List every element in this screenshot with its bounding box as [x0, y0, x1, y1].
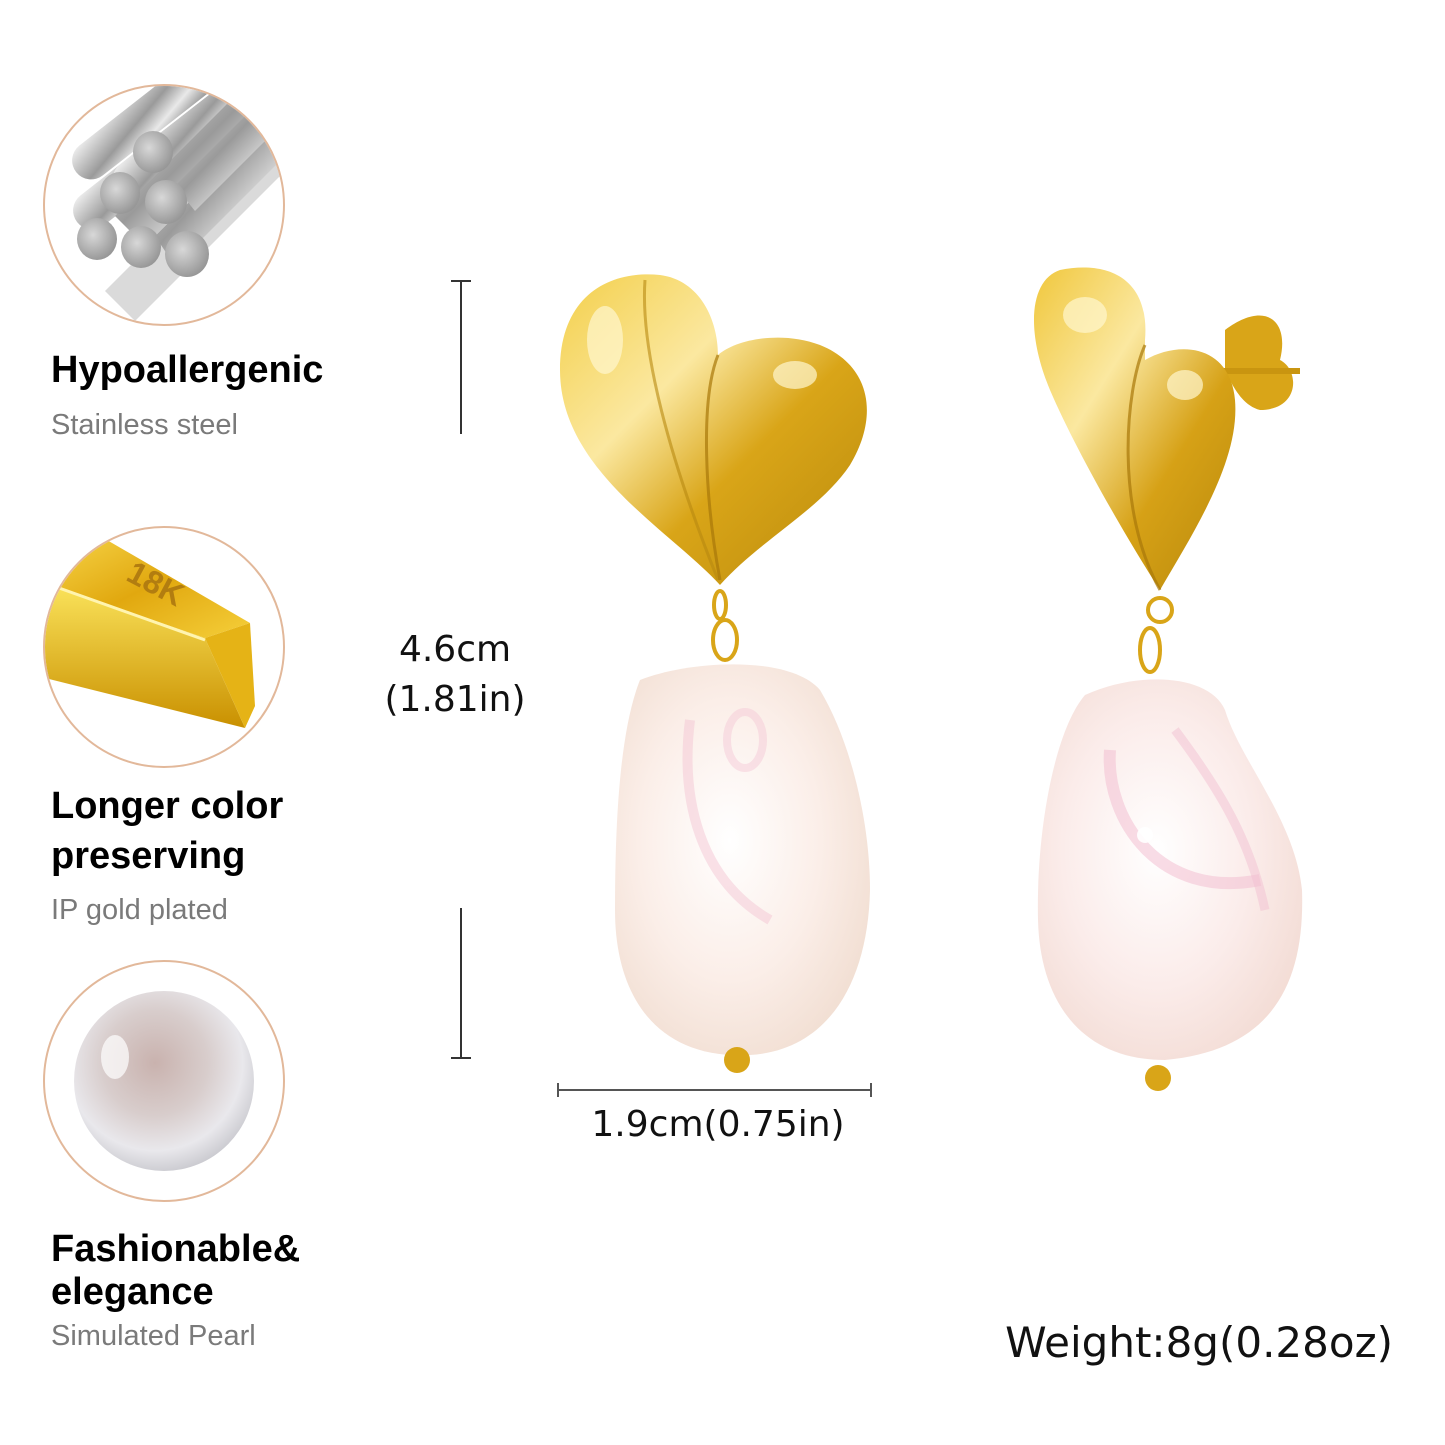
dimension-tick-bottom — [451, 1057, 471, 1059]
dimension-line-horizontal — [557, 1089, 872, 1091]
feature-subtitle: Stainless steel — [51, 409, 238, 441]
pearl-icon — [43, 960, 285, 1202]
dimension-line-top — [460, 280, 462, 434]
feature-title-line2: elegance — [51, 1271, 214, 1313]
steel-rods-icon — [43, 84, 285, 326]
feature-title-line2: preserving — [51, 835, 246, 877]
dimension-tick-right — [870, 1083, 872, 1097]
feature-title-line1: Fashionable& — [51, 1228, 301, 1270]
feature-subtitle: Simulated Pearl — [51, 1320, 256, 1352]
weight-label: Weight:8g(0.28oz) — [1005, 1318, 1393, 1367]
dimension-line-bottom — [460, 908, 462, 1058]
gold-bar-icon: 18K — [43, 526, 285, 768]
feature-title: Hypoallergenic — [51, 349, 324, 391]
earring-side — [1000, 260, 1340, 1100]
height-in-label: (1.81in) — [384, 679, 526, 720]
height-cm-label: 4.6cm — [398, 629, 512, 670]
feature-subtitle: IP gold plated — [51, 894, 228, 926]
width-label: 1.9cm(0.75in) — [591, 1104, 845, 1145]
feature-title-line1: Longer color — [51, 785, 284, 827]
earring-front — [550, 260, 890, 1080]
